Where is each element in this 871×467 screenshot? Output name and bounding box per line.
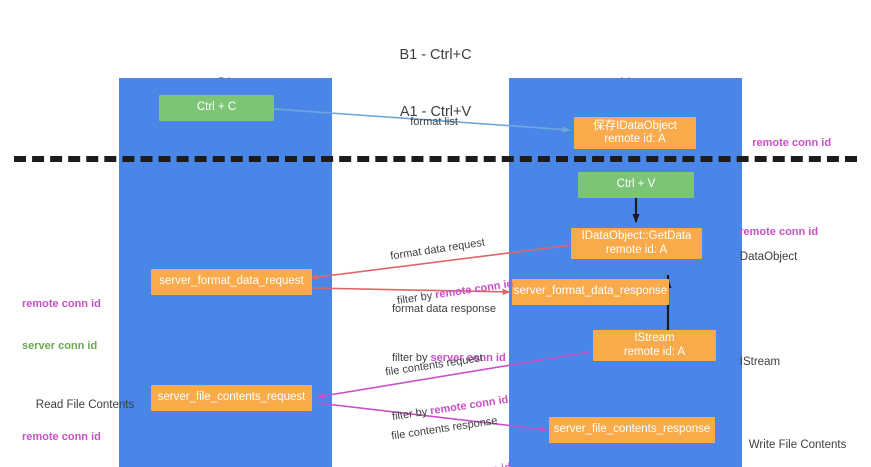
box-server-file-contents-response[interactable]: server_file_contents_response (549, 417, 715, 443)
box-server-file-contents-request-label: server_file_contents_request (157, 391, 306, 404)
filter-key-server-conn-id: server conn id (436, 461, 511, 467)
box-ctrl-v[interactable]: Ctrl + V (578, 172, 694, 198)
annotation-write-file-contents: Write File Contents (736, 424, 847, 466)
annotation-remote-conn-id-top: remote conn id (740, 122, 831, 164)
edge-label-file-contents-response-filter: filter by server conn id (398, 460, 513, 467)
box-idataobject-store-sub: remote id: A (604, 133, 666, 145)
annotation-dataobject-text: DataObject (739, 251, 798, 263)
filter-prefix: filter by (392, 352, 431, 364)
annotation-istream: IStream (727, 341, 780, 383)
edge-label-format-list: format list (398, 100, 458, 145)
annotation-remote-conn-id-top-text: remote conn id (752, 137, 832, 149)
box-idataobject-store-label: 保存IDataObject (593, 119, 677, 132)
box-server-format-data-response-label: server_format_data_response (513, 285, 668, 298)
edge-label-format-list-text: format list (410, 116, 458, 128)
edge-label-format-data-request-text: format data request (389, 236, 486, 263)
box-ctrl-c[interactable]: Ctrl + C (159, 95, 274, 121)
box-istream[interactable]: IStream remote id: A (593, 330, 716, 361)
annotation-dataobject: DataObject (727, 236, 798, 278)
annotation-remote-conn-id-mid-text: remote conn id (739, 226, 819, 238)
edge-label-format-data-response-text: format data response (392, 303, 496, 315)
annotation-left-server-conn-id-mid: server conn id (22, 340, 98, 352)
annotation-left-remote-conn-id-mid: remote conn id (22, 298, 101, 310)
edge-label-file-contents-request-text: file contents request (384, 352, 484, 379)
annotation-istream-text: IStream (739, 356, 781, 368)
box-server-file-contents-request[interactable]: server_file_contents_request (151, 385, 312, 411)
box-istream-label: IStream (634, 332, 675, 344)
annotation-left-conn-ids-mid: remote conn id server conn id (22, 269, 101, 381)
annotation-left-remote-conn-id-bottom: remote conn id (22, 431, 101, 443)
box-server-format-data-request-label: server_format_data_request (159, 275, 304, 288)
edge-label-format-data-response: format data response filter by server co… (392, 272, 506, 396)
box-idataobject-store[interactable]: 保存IDataObject remote id: A (574, 117, 696, 149)
edge-label-format-data-response-filter: filter by server conn id (392, 351, 506, 366)
box-server-format-data-response[interactable]: server_format_data_response (512, 279, 669, 305)
annotation-read-file-contents: Read File Contents (23, 384, 134, 426)
box-server-format-data-request[interactable]: server_format_data_request (151, 269, 312, 295)
box-istream-sub: remote id: A (623, 345, 686, 358)
box-ctrl-v-label: Ctrl + V (616, 178, 656, 191)
box-idataobject-getdata[interactable]: IDataObject::GetData remote id: A (571, 228, 702, 259)
box-idataobject-getdata-sub: remote id: A (605, 243, 668, 256)
annotation-left-conn-ids-bottom: remote conn id server conn id (22, 402, 101, 467)
edge-label-file-contents-response-text: file contents response (390, 414, 499, 443)
annotation-write-file-contents-text: Write File Contents (748, 439, 847, 451)
section-divider (14, 156, 857, 162)
title-line-1: B1 - Ctrl+C (399, 47, 472, 63)
filter-key-server-conn-id: server conn id (430, 352, 506, 364)
box-server-file-contents-response-label: server_file_contents_response (553, 423, 711, 436)
annotation-read-file-contents-text: Read File Contents (35, 399, 135, 411)
box-ctrl-c-label: Ctrl + C (196, 101, 237, 114)
box-idataobject-getdata-label: IDataObject::GetData (581, 230, 692, 242)
annotation-remote-conn-id-mid: remote conn id (727, 211, 818, 253)
